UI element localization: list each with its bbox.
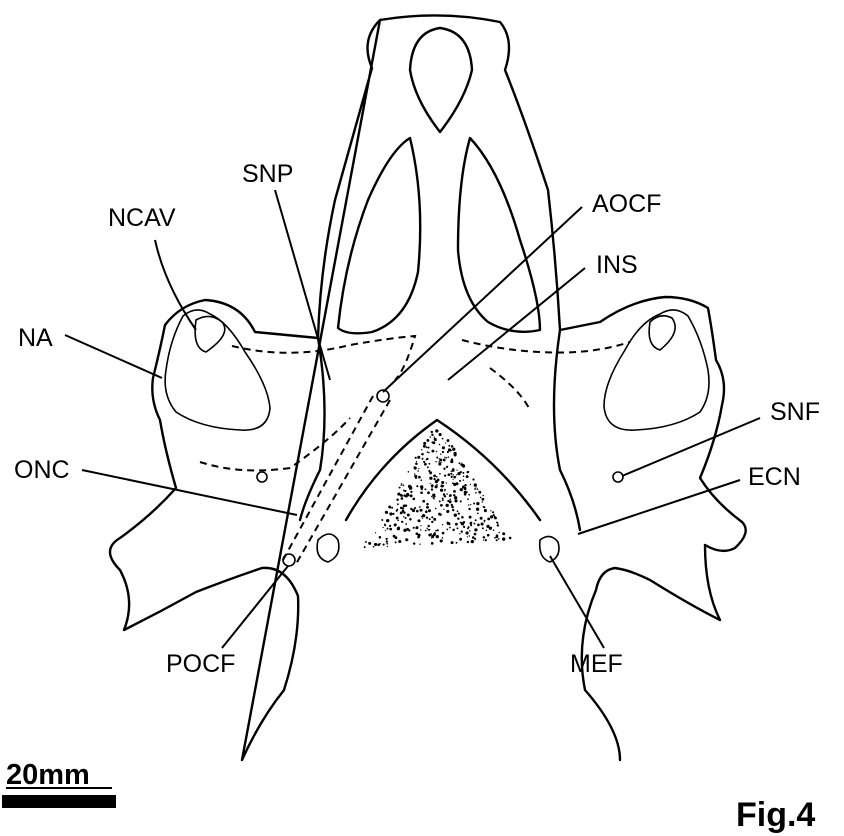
right-nasal-cavity (649, 316, 675, 350)
label-ncav: NCAV (108, 204, 176, 232)
left-nasal-ring (165, 310, 270, 430)
leader-snf (622, 418, 760, 476)
rostral-opening (410, 28, 472, 132)
scale-bar (2, 795, 116, 808)
leader-ncav (155, 240, 196, 330)
scale-bar-label: 20mm (6, 759, 90, 791)
label-ins: INS (596, 251, 638, 279)
leader-ecn (578, 480, 740, 534)
label-onc: ONC (14, 456, 70, 484)
label-aocf: AOCF (592, 190, 661, 218)
right-nasal-ring (604, 310, 709, 430)
label-mef: MEF (570, 650, 623, 678)
figure-label: Fig.4 (736, 796, 815, 834)
leader-ins (448, 268, 585, 380)
left-nasal-cavity (195, 316, 225, 352)
skull-outline (110, 15, 746, 760)
leader-mef (550, 556, 604, 648)
leader-aocf (383, 207, 582, 392)
central-notch (300, 330, 580, 530)
left-nasal-opening (338, 138, 420, 333)
leader-na (65, 335, 162, 378)
label-snf: SNF (770, 398, 820, 426)
label-na: NA (18, 324, 53, 352)
snf-foramen (613, 472, 623, 482)
left-foramen (257, 472, 267, 482)
right-condyle (540, 536, 559, 562)
label-snp: SNP (242, 160, 293, 188)
label-ecn: ECN (748, 463, 801, 491)
right-nasal-opening (458, 138, 540, 332)
label-pocf: POCF (166, 650, 235, 678)
leader-onc (82, 470, 297, 515)
pocf-foramen (283, 554, 295, 566)
left-condyle (317, 534, 339, 562)
stipple-texture (364, 429, 512, 548)
